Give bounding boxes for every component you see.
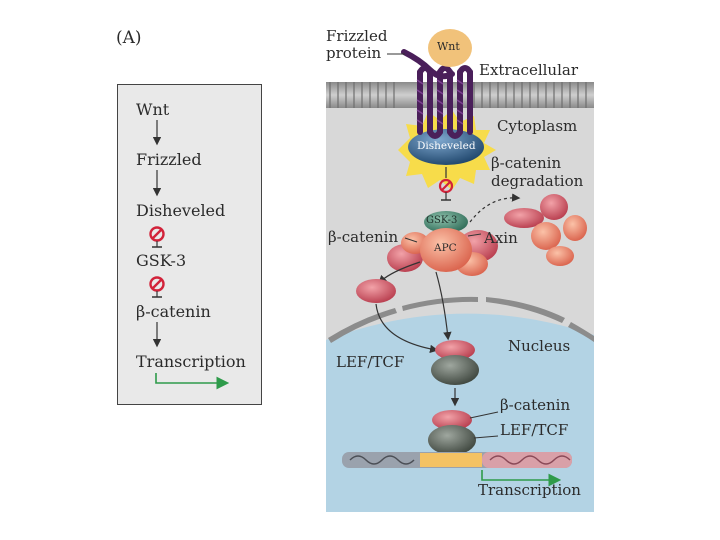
left-wnt-label: Wnt <box>136 100 170 119</box>
degradation-label-line1: β-catenin <box>491 154 562 172</box>
left-disheveled-label: Disheveled <box>136 201 226 220</box>
disheveled-protein-label: Disheveled <box>417 140 476 152</box>
left-gsk3-label: GSK-3 <box>136 251 187 270</box>
label-pointers <box>387 53 499 439</box>
arrow-bcatenin-to-nucleus <box>375 303 439 354</box>
nuclear-bcatenin <box>435 340 475 360</box>
bcatenin-cytoplasm-label: β-catenin <box>328 228 399 246</box>
frizzled-label-line1: Frizzled <box>326 27 388 45</box>
left-bcatenin-label: β-catenin <box>136 302 211 321</box>
bcatenin-nuclear-label: β-catenin <box>500 396 571 414</box>
apc-protein-label: APC <box>434 242 457 254</box>
nucleus-label: Nucleus <box>508 337 571 355</box>
lef-tcf-dna-label: LEF/TCF <box>500 421 569 439</box>
free-bcatenin <box>356 279 396 303</box>
inhibitor-icon <box>438 167 454 201</box>
lef-tcf-protein <box>431 355 479 385</box>
dna-bound-bcatenin <box>432 410 472 430</box>
dna-strand <box>342 452 572 468</box>
left-pathway-connectors <box>149 120 230 390</box>
left-transcription-label: Transcription <box>136 352 246 371</box>
inhibitor-icon <box>149 226 165 248</box>
transcription-label: Transcription <box>478 481 581 499</box>
panel-label: (A) <box>116 28 142 48</box>
destruction-complex <box>387 211 498 276</box>
left-frizzled-label: Frizzled <box>136 150 202 169</box>
wnt-ligand <box>428 29 472 67</box>
apc-protein <box>420 228 472 272</box>
arrow-complex-to-nucleus <box>435 271 452 341</box>
degradation-label-line2: degradation <box>491 172 584 190</box>
gsk3-protein-label: GSK-3 <box>426 215 458 226</box>
extracellular-label: Extracellular <box>479 61 578 79</box>
transcription-arrow-icon <box>155 373 230 390</box>
cytoplasm-label: Cytoplasm <box>497 117 578 135</box>
degraded-fragments <box>504 194 587 266</box>
lef-tcf-label: LEF/TCF <box>336 353 405 371</box>
frizzled-label-line2: protein <box>326 44 382 62</box>
disheveled-protein <box>408 129 484 165</box>
pathway-summary-box <box>117 84 262 405</box>
axin-label: Axin <box>484 229 518 247</box>
gsk3-protein <box>424 211 468 233</box>
transcription-arrow-icon <box>481 470 562 487</box>
wnt-label: Wnt <box>437 40 460 53</box>
inhibitor-icon <box>149 276 165 298</box>
dna-bound-lef-tcf <box>428 425 476 455</box>
